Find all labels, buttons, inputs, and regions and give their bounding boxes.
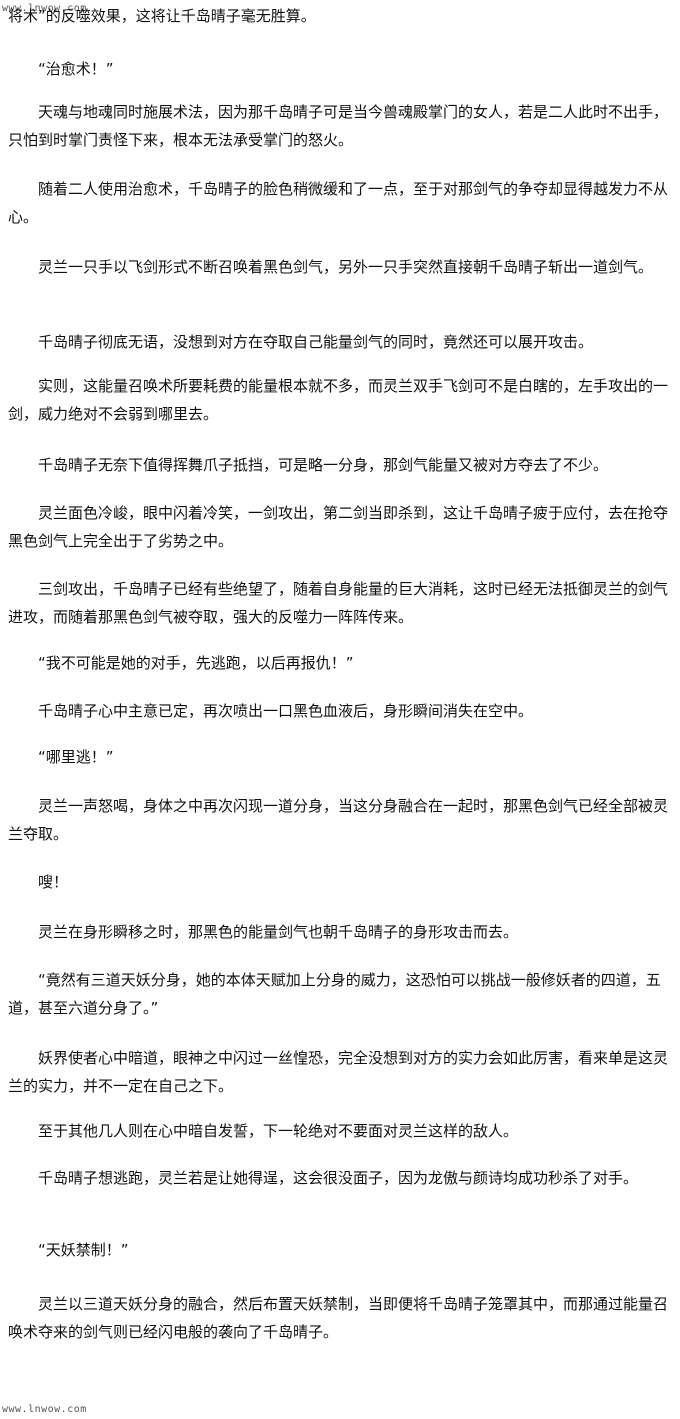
paragraph: 灵兰面色冷峻，眼中闪着冷笑，一剑攻出，第二剑当即杀到，这让千岛晴子疲于应付，去在… [8, 504, 669, 550]
paragraph: 将术”的反噬效果，这将让千岛晴子毫无胜算。 [8, 7, 316, 25]
paragraph: “哪里逃！” [38, 748, 114, 766]
paragraph: 天魂与地魂同时施展术法，因为那千岛晴子可是当今兽魂殿掌门的女人，若是二人此时不出… [8, 103, 669, 149]
paragraph: 随着二人使用治愈术，千岛晴子的脸色稍微缓和了一点，至于对那剑气的争夺却显得越发力… [8, 180, 669, 226]
paragraph: “我不可能是她的对手，先逃跑，以后再报仇！” [38, 654, 354, 672]
paragraph: 灵兰一只手以飞剑形式不断召唤着黑色剑气，另外一只手突然直接朝千岛晴子斩出一道剑气… [38, 258, 654, 276]
paragraph: “竟然有三道天妖分身，她的本体天赋加上分身的威力，这恐怕可以挑战一般修妖者的四道… [8, 971, 661, 1017]
paragraph: 妖界使者心中暗道，眼神之中闪过一丝惶恐，完全没想到对方的实力会如此厉害，看来单是… [8, 1049, 669, 1095]
watermark-bottom: www.lnwow.com [2, 1404, 87, 1415]
paragraph: 实则，这能量召唤术所要耗费的能量根本就不多，而灵兰双手飞剑可不是白瞎的，左手攻出… [8, 377, 669, 423]
paragraph: 至于其他几人则在心中暗自发誓，下一轮绝对不要面对灵兰这样的敌人。 [38, 1122, 519, 1140]
paragraph: “治愈术！” [38, 60, 114, 78]
paragraph: 灵兰在身形瞬移之时，那黑色的能量剑气也朝千岛晴子的身形攻击而去。 [38, 923, 519, 941]
paragraph: 千岛晴子心中主意已定，再次喷出一口黑色血液后，身形瞬间消失在空中。 [38, 702, 534, 720]
paragraph: 灵兰一声怒喝，身体之中再次闪现一道分身，当这分身融合在一起时，那黑色剑气已经全部… [8, 797, 669, 843]
paragraph: 三剑攻出，千岛晴子已经有些绝望了，随着自身能量的巨大消耗，这时已经无法抵御灵兰的… [8, 580, 669, 626]
paragraph: 千岛晴子无奈下值得挥舞爪子抵挡，可是略一分身，那剑气能量又被对方夺去了不少。 [38, 456, 609, 474]
paragraph: 嗖！ [38, 873, 69, 891]
watermark-top: www.lnwow.com [2, 3, 87, 14]
paragraph: “天妖禁制！” [38, 1241, 129, 1259]
paragraph: 千岛晴子想逃跑，灵兰若是让她得逞，这会很没面子，因为龙傲与颜诗均成功秒杀了对手。 [38, 1169, 639, 1187]
paragraph: 千岛晴子彻底无语，没想到对方在夺取自己能量剑气的同时，竟然还可以展开攻击。 [38, 333, 594, 351]
paragraph: 灵兰以三道天妖分身的融合，然后布置天妖禁制，当即便将千岛晴子笼罩其中，而那通过能… [8, 1295, 669, 1341]
